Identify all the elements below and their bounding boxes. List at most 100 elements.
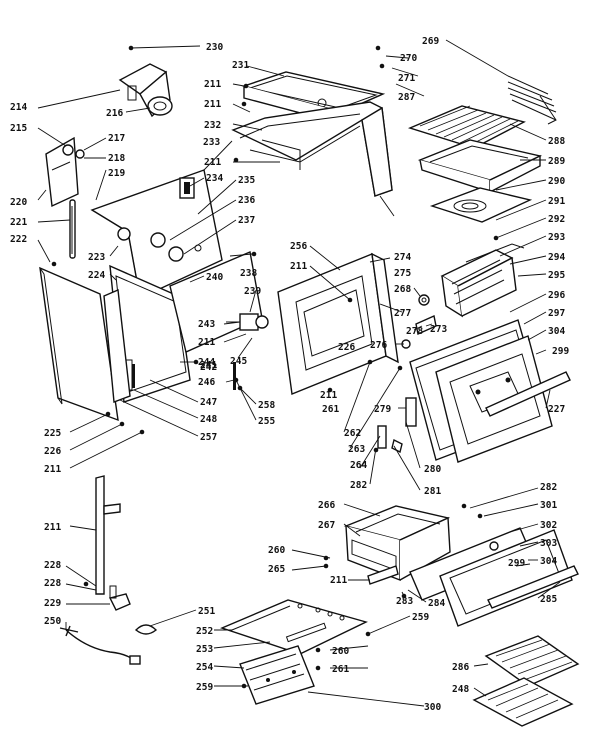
rear-bracket-227 bbox=[95, 475, 121, 595]
callout-243: 243 bbox=[198, 319, 215, 330]
callout-260: 260 bbox=[268, 545, 285, 556]
callout-266: 266 bbox=[318, 500, 335, 511]
callout-300: 300 bbox=[424, 702, 441, 713]
drawer-slide bbox=[367, 565, 399, 585]
callout-286: 286 bbox=[452, 662, 469, 673]
callout-297: 297 bbox=[548, 308, 565, 319]
callout-211: 211 bbox=[44, 464, 61, 475]
callout-252: 252 bbox=[196, 626, 213, 637]
callout-271: 271 bbox=[398, 73, 415, 84]
callout-290: 290 bbox=[548, 176, 565, 187]
callout-248: 248 bbox=[452, 684, 469, 695]
callout-226: 226 bbox=[44, 446, 61, 457]
callout-299: 299 bbox=[552, 346, 569, 357]
callout-282: 282 bbox=[540, 482, 557, 493]
electrode-strip-221 bbox=[69, 199, 76, 259]
callout-232: 232 bbox=[204, 120, 221, 131]
callout-273: 273 bbox=[430, 324, 447, 335]
callout-295: 295 bbox=[548, 270, 565, 281]
callout-256: 256 bbox=[290, 241, 307, 252]
callout-280: 280 bbox=[424, 464, 441, 475]
side-panel-left bbox=[39, 266, 119, 422]
leveling-leg-228 bbox=[108, 585, 131, 611]
control-panel bbox=[90, 169, 223, 300]
callout-262: 262 bbox=[344, 428, 361, 439]
callout-292: 292 bbox=[548, 214, 565, 225]
callout-259: 259 bbox=[196, 682, 213, 693]
callout-303: 303 bbox=[540, 538, 557, 549]
callout-251: 251 bbox=[198, 606, 215, 617]
callout-293: 293 bbox=[548, 232, 565, 243]
callout-281: 281 bbox=[424, 486, 441, 497]
callout-220: 220 bbox=[10, 197, 27, 208]
igniter-parts bbox=[401, 294, 437, 349]
callout-235: 235 bbox=[238, 175, 255, 186]
callout-222: 222 bbox=[10, 234, 27, 245]
callout-239: 239 bbox=[244, 286, 261, 297]
callout-257: 257 bbox=[200, 432, 217, 443]
callout-259: 259 bbox=[412, 612, 429, 623]
callout-267: 267 bbox=[318, 520, 335, 531]
callout-216: 216 bbox=[106, 108, 123, 119]
callout-284: 284 bbox=[428, 598, 445, 609]
callout-246: 246 bbox=[198, 377, 215, 388]
callout-263: 263 bbox=[348, 444, 365, 455]
callout-211: 211 bbox=[198, 337, 215, 348]
callout-253: 253 bbox=[196, 644, 213, 655]
callout-236: 236 bbox=[238, 195, 255, 206]
callout-241: 241 bbox=[200, 360, 217, 371]
callout-231: 231 bbox=[232, 60, 249, 71]
broiler-racks bbox=[507, 75, 557, 125]
callout-227: 227 bbox=[548, 404, 565, 415]
door-hinge bbox=[377, 397, 417, 454]
callout-254: 254 bbox=[196, 662, 213, 673]
callout-230: 230 bbox=[206, 42, 223, 53]
bottom-panel bbox=[220, 599, 368, 655]
callout-258: 258 bbox=[258, 400, 275, 411]
callout-288: 288 bbox=[548, 136, 565, 147]
callout-265: 265 bbox=[268, 564, 285, 575]
callout-211: 211 bbox=[320, 390, 337, 401]
callout-211: 211 bbox=[44, 522, 61, 533]
callout-247: 247 bbox=[200, 397, 217, 408]
broiler-pan-insert bbox=[429, 187, 533, 223]
oven-burner-assembly bbox=[440, 243, 525, 318]
callout-240: 240 bbox=[206, 272, 223, 283]
callout-304: 304 bbox=[548, 326, 565, 337]
callout-211: 211 bbox=[290, 261, 307, 272]
callout-294: 294 bbox=[548, 252, 565, 263]
callout-234: 234 bbox=[206, 173, 223, 184]
callout-211: 211 bbox=[204, 157, 221, 168]
burner-box bbox=[231, 101, 393, 197]
callout-233: 233 bbox=[203, 137, 220, 148]
callout-275: 275 bbox=[394, 268, 411, 279]
clip-250 bbox=[134, 624, 158, 635]
power-cord-229 bbox=[59, 625, 141, 665]
callout-268: 268 bbox=[394, 284, 411, 295]
burner-assembly bbox=[118, 63, 173, 118]
callout-301: 301 bbox=[540, 500, 557, 511]
callout-218: 218 bbox=[108, 153, 125, 164]
callout-255: 255 bbox=[258, 416, 275, 427]
callout-276: 276 bbox=[370, 340, 387, 351]
callout-250: 250 bbox=[44, 616, 61, 627]
callout-217: 217 bbox=[108, 133, 125, 144]
callout-278: 278 bbox=[406, 326, 423, 337]
callout-211: 211 bbox=[204, 79, 221, 90]
callout-237: 237 bbox=[238, 215, 255, 226]
callout-299: 299 bbox=[508, 558, 525, 569]
callout-214: 214 bbox=[10, 102, 27, 113]
callout-302: 302 bbox=[540, 520, 557, 531]
leader-lines bbox=[37, 39, 561, 707]
pin-245 bbox=[233, 362, 236, 390]
callout-211: 211 bbox=[204, 99, 221, 110]
drawer-front bbox=[409, 527, 579, 627]
callout-282: 282 bbox=[350, 480, 367, 491]
inner-side-panel bbox=[103, 264, 191, 403]
callout-279: 279 bbox=[374, 404, 391, 415]
burner-grate bbox=[472, 635, 580, 727]
callout-261: 261 bbox=[322, 404, 339, 415]
callout-269: 269 bbox=[422, 36, 439, 47]
